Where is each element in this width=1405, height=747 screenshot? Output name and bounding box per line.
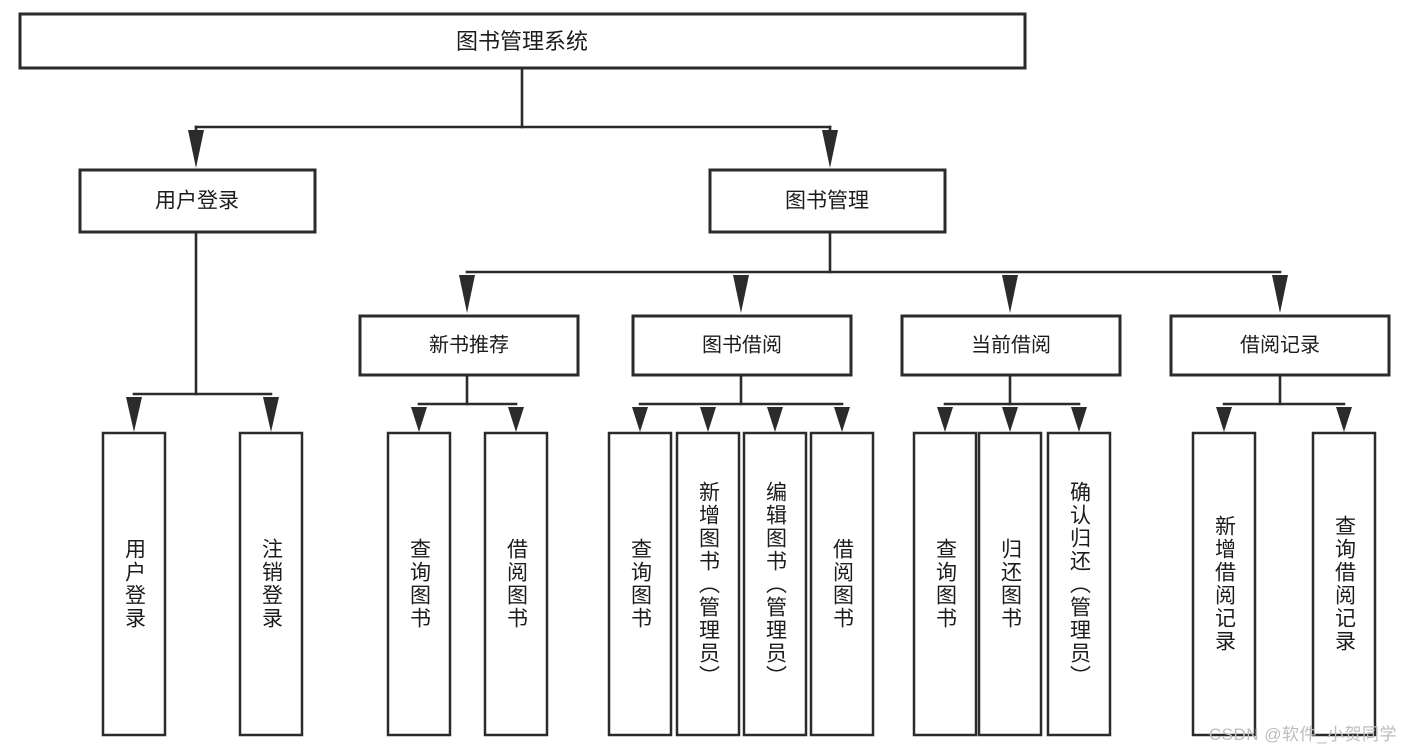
node-user-login-label: 用户登录 <box>155 190 239 213</box>
watermark-text: CSDN @软件_小贺同学 <box>1208 725 1397 744</box>
arrowhead-newbook-leaf-2 <box>508 407 524 432</box>
arrowhead-leaf-logout <box>263 397 279 432</box>
node-new-book-recommend-label: 新书推荐 <box>429 333 509 356</box>
node-book-borrow-label: 图书借阅 <box>702 333 782 356</box>
nodes-layer: 图书管理系统 用户登录 图书管理 新书推荐 图书借阅 当前 <box>18 12 1391 737</box>
leaf-box-borrow-book-2[interactable] <box>809 431 875 737</box>
arrowhead-currentborrow-leaf-3 <box>1071 407 1087 432</box>
leaf-box-add-record[interactable] <box>1191 431 1257 737</box>
arrowhead-bookborrow-leaf-4 <box>834 407 850 432</box>
edges-layer <box>126 66 1352 432</box>
arrowhead-newbook-leaf-1 <box>411 407 427 432</box>
node-root-label: 图书管理系统 <box>456 29 588 54</box>
node-book-manage-box[interactable] <box>708 168 947 234</box>
arrowhead-current-borrow <box>1002 275 1018 313</box>
node-user-login-box[interactable] <box>78 168 317 234</box>
node-borrow-record[interactable]: 借阅记录 <box>1169 314 1391 377</box>
node-new-book-recommend-box[interactable] <box>358 314 580 377</box>
node-book-manage-label: 图书管理 <box>785 190 869 213</box>
arrowhead-borrowrecord-leaf-2 <box>1336 407 1352 432</box>
leaf-box-edit-book[interactable] <box>742 431 808 737</box>
arrowhead-new-book <box>459 275 475 313</box>
node-current-borrow[interactable]: 当前借阅 <box>900 314 1122 377</box>
arrowhead-bookborrow-leaf-3 <box>767 407 783 432</box>
node-book-borrow[interactable]: 图书借阅 <box>631 314 853 377</box>
arrowhead-book-borrow <box>733 275 749 313</box>
leaf-box-user-login[interactable] <box>101 431 167 737</box>
leaf-box-query-record[interactable] <box>1311 431 1377 737</box>
leaf-box-logout[interactable] <box>238 431 304 737</box>
node-borrow-record-label: 借阅记录 <box>1240 333 1320 356</box>
arrowhead-bookborrow-leaf-1 <box>632 407 648 432</box>
leaf-box-add-book[interactable] <box>675 431 741 737</box>
leaf-box-return-book[interactable] <box>977 431 1043 737</box>
node-root-box[interactable] <box>18 12 1027 70</box>
arrowhead-book-manage <box>822 130 838 168</box>
node-book-borrow-box[interactable] <box>631 314 853 377</box>
leaf-box-query-book-2[interactable] <box>607 431 673 737</box>
node-borrow-record-box[interactable] <box>1169 314 1391 377</box>
node-current-borrow-label: 当前借阅 <box>971 333 1051 356</box>
arrowhead-borrowrecord-leaf-1 <box>1216 407 1232 432</box>
node-user-login[interactable]: 用户登录 <box>78 168 317 234</box>
arrowhead-currentborrow-leaf-1 <box>937 407 953 432</box>
node-new-book-recommend[interactable]: 新书推荐 <box>358 314 580 377</box>
arrowhead-user-login <box>188 130 204 168</box>
node-root[interactable]: 图书管理系统 <box>18 12 1027 70</box>
arrowhead-currentborrow-leaf-2 <box>1002 407 1018 432</box>
arrowhead-leaf-user-login <box>126 397 142 432</box>
arrowhead-bookborrow-leaf-2 <box>700 407 716 432</box>
leaf-box-query-book-3[interactable] <box>912 431 978 737</box>
leaf-box-confirm-return[interactable] <box>1046 431 1112 737</box>
leaf-box-borrow-book-1[interactable] <box>483 431 549 737</box>
leaf-box-query-book-1[interactable] <box>386 431 452 737</box>
arrowhead-borrow-record <box>1272 275 1288 313</box>
node-current-borrow-box[interactable] <box>900 314 1122 377</box>
node-book-manage[interactable]: 图书管理 <box>708 168 947 234</box>
